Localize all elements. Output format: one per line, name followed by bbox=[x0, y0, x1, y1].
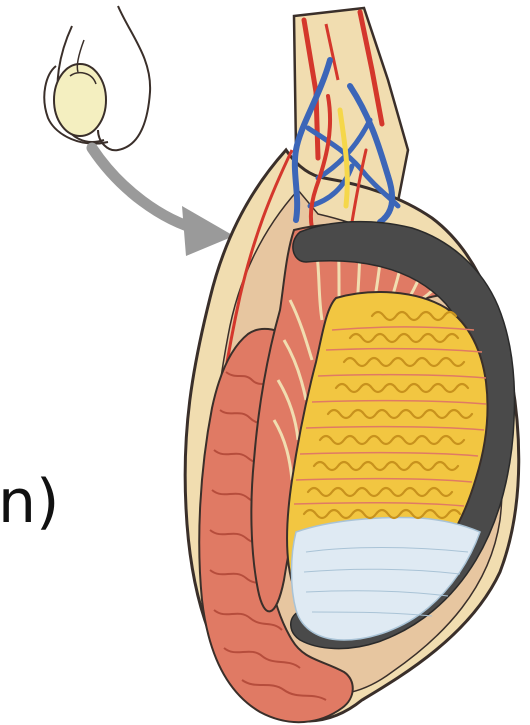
pointer-arrow-icon bbox=[92, 148, 234, 256]
testis-illustration bbox=[185, 8, 519, 722]
orientation-inset-icon bbox=[44, 6, 150, 150]
caption-fragment: n) bbox=[0, 472, 59, 532]
